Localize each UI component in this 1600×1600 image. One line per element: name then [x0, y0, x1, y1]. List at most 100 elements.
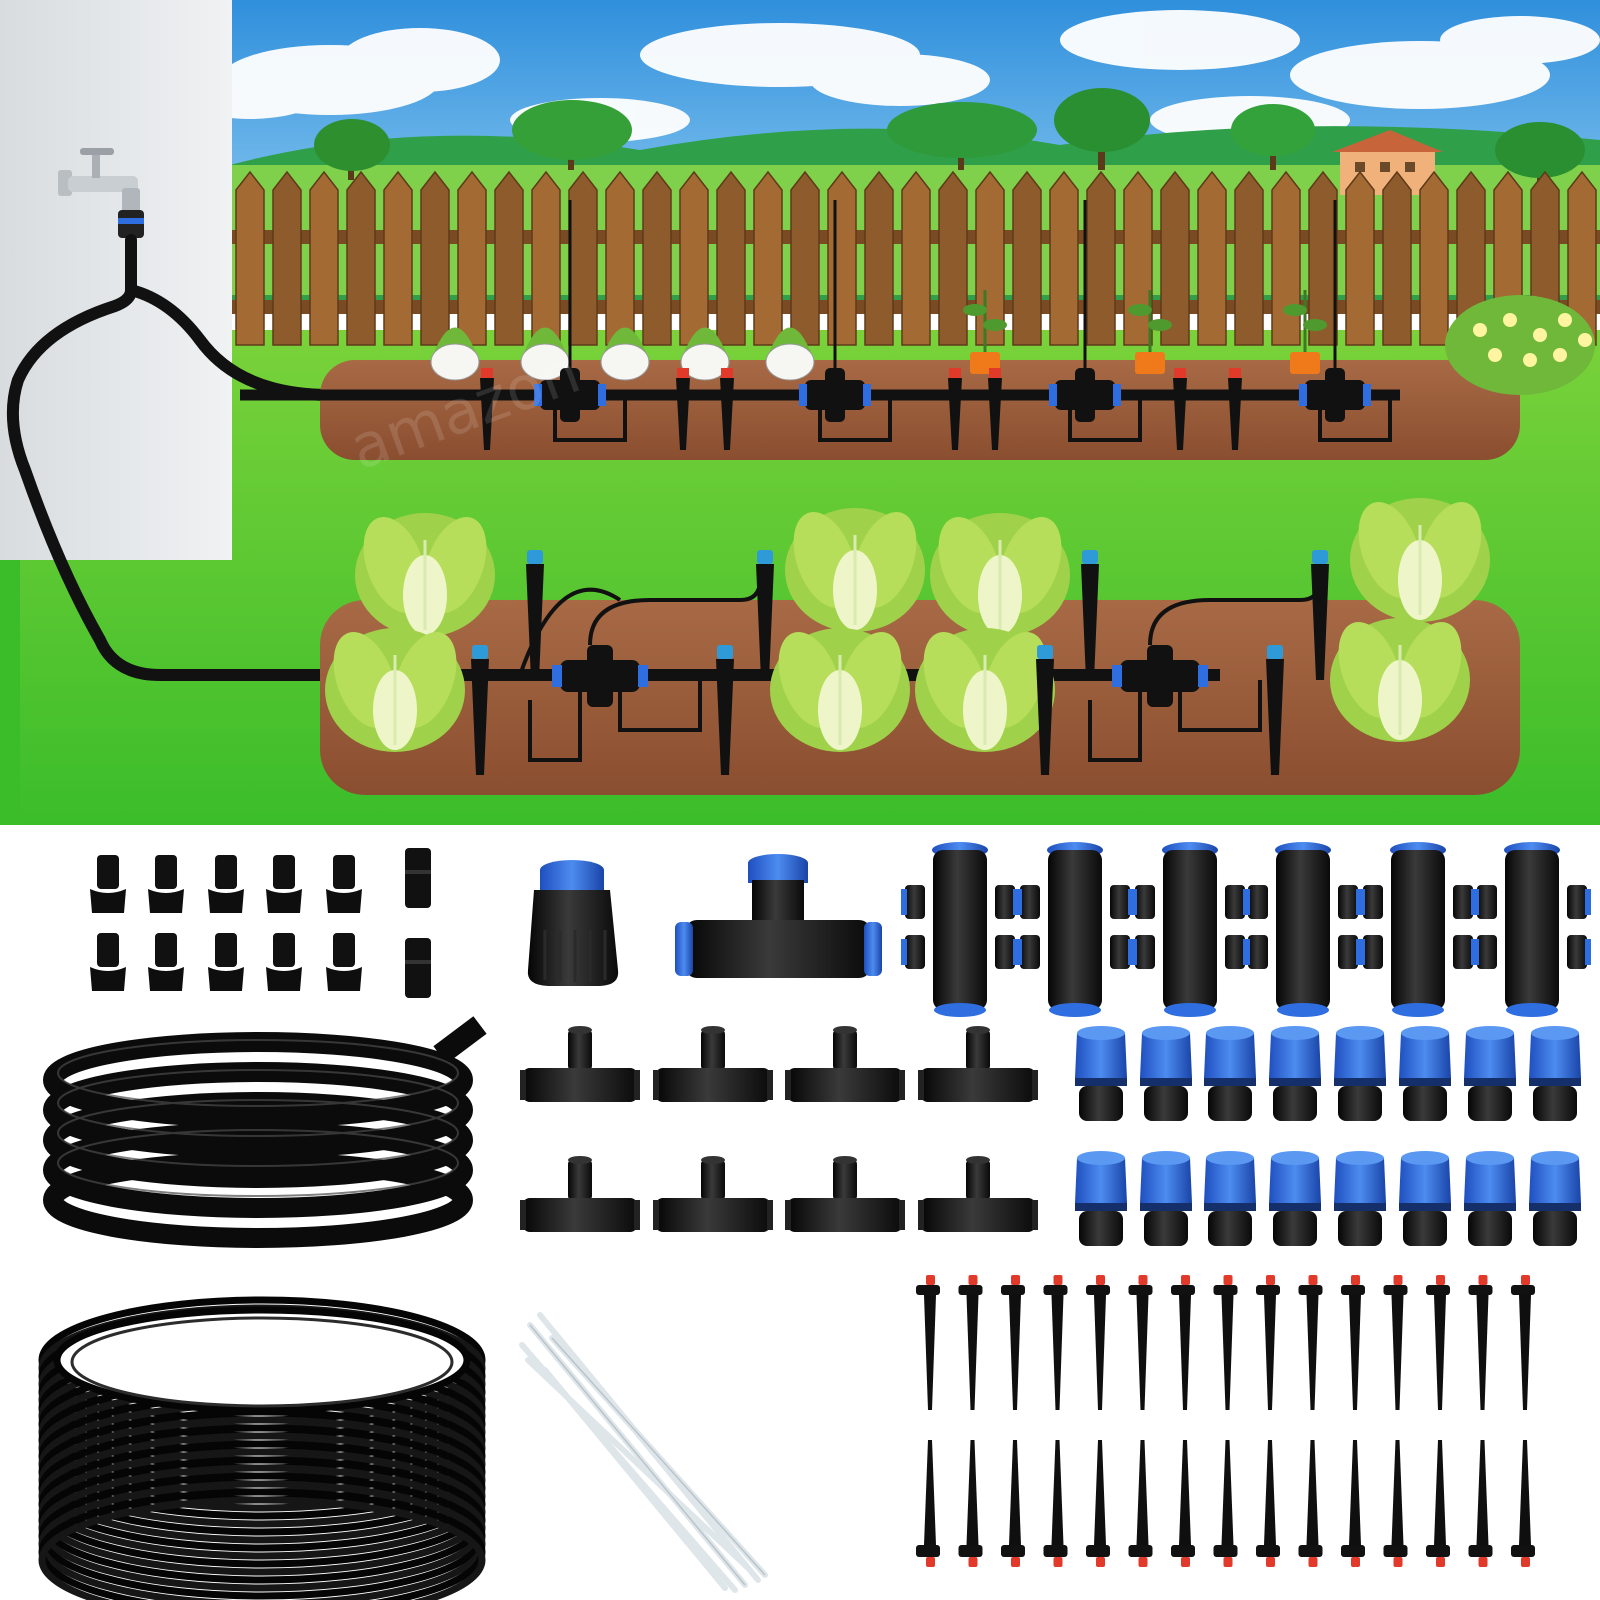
- small-tee: [520, 1026, 640, 1102]
- adjustable-dripper-stake: [1511, 1440, 1535, 1567]
- fence-picket: [1197, 170, 1227, 346]
- faucet-icon: [58, 148, 144, 238]
- end-plug: [208, 933, 244, 991]
- adjustable-dripper-stake: [958, 1440, 983, 1567]
- blue-cap-connector: [1334, 1151, 1386, 1246]
- dripper-stake: [948, 368, 962, 450]
- small-tee: [918, 1156, 1038, 1232]
- fence-picket: [346, 170, 376, 346]
- dripper-stake: [480, 368, 494, 450]
- adjustable-dripper-stake: [1383, 1440, 1408, 1567]
- adjustable-dripper-stake: [1468, 1275, 1493, 1410]
- adjustable-dripper-stake: [1086, 1440, 1110, 1567]
- blue-cap-connector: [1140, 1151, 1192, 1246]
- fence-picket: [753, 170, 783, 346]
- small-tee: [918, 1026, 1038, 1102]
- cabbage-plant: [355, 513, 495, 637]
- dripper-stake: [756, 550, 774, 680]
- fence-picket: [1271, 170, 1301, 346]
- dripper-stake: [720, 368, 734, 450]
- radish-plant: [765, 327, 815, 381]
- blue-cap-connector: [1269, 1026, 1321, 1121]
- radish-plant: [430, 327, 480, 381]
- fence-picket: [383, 170, 413, 346]
- fence-picket: [1345, 170, 1375, 346]
- dripper-stake: [1081, 550, 1099, 680]
- lower-drip-line: [471, 550, 1329, 775]
- adjustable-dripper-stake: [1001, 1440, 1025, 1567]
- fence-picket: [309, 170, 339, 346]
- four-way-manifold: [1473, 842, 1591, 1017]
- adjustable-dripper-stake: [958, 1275, 983, 1410]
- blue-cap-connector: [1399, 1151, 1451, 1246]
- adjustable-dripper-stake: [1426, 1440, 1450, 1567]
- fence-picket: [1419, 170, 1449, 346]
- adjustable-dripper-stake: [916, 1275, 940, 1410]
- four-way-manifold: [1299, 200, 1392, 442]
- dripper-stake: [716, 645, 734, 775]
- adjustable-dripper-stake: [1001, 1275, 1025, 1410]
- four-way-manifold: [1088, 579, 1322, 762]
- dripper-stake: [988, 368, 1002, 450]
- adjustable-dripper-stake: [1341, 1440, 1365, 1567]
- adjustable-dripper-stake: [1468, 1440, 1493, 1567]
- cabbage-plant: [785, 508, 925, 632]
- fence-picket: [975, 170, 1005, 346]
- end-plug: [148, 933, 184, 991]
- adjustable-dripper-stake: [1043, 1275, 1068, 1410]
- adjustable-dripper-stake: [1213, 1440, 1238, 1567]
- blue-cap-connector: [1529, 1026, 1581, 1121]
- adjustable-dripper-stake: [1426, 1275, 1450, 1410]
- tee-connector-icon: [520, 1026, 1038, 1232]
- tee-connector-icon: [675, 854, 882, 978]
- fence-picket: [938, 170, 968, 346]
- fence-picket: [605, 170, 635, 346]
- adjustable-dripper-stake: [1171, 1275, 1195, 1410]
- fence-picket: [716, 170, 746, 346]
- background-trees: [314, 88, 1585, 185]
- four-way-manifold: [901, 842, 1019, 1017]
- fence-picket: [420, 170, 450, 346]
- fence-picket: [235, 170, 265, 346]
- blue-cap-connector-icon: [1075, 1026, 1581, 1246]
- fence-picket: [1160, 170, 1190, 346]
- fence-picket: [864, 170, 894, 346]
- end-plug: [326, 933, 362, 991]
- upper-garden-bed: [320, 360, 1520, 460]
- fence-picket: [457, 170, 487, 346]
- dripper-stake: [1036, 645, 1054, 775]
- adjustable-dripper-stake: [1213, 1275, 1238, 1410]
- dripper-stake: [1228, 368, 1242, 450]
- end-plug: [266, 933, 302, 991]
- potted-plant: [1283, 290, 1327, 374]
- cabbage-plant: [930, 513, 1070, 637]
- fence-picket: [827, 170, 857, 346]
- four-way-manifold: [534, 200, 627, 442]
- cabbage-plant: [325, 628, 465, 752]
- adjustable-dripper-stake: [1383, 1275, 1408, 1410]
- dripper-stake: [1173, 368, 1187, 450]
- blue-cap-connector: [1075, 1026, 1127, 1121]
- fence-picket: [494, 170, 524, 346]
- four-way-manifold: [799, 200, 892, 442]
- end-plug: [208, 855, 244, 913]
- end-plug: [405, 848, 431, 908]
- adjustable-dripper-stake: [1256, 1275, 1280, 1410]
- blue-cap-connector: [1269, 1151, 1321, 1246]
- four-way-manifold-icon: [901, 842, 1591, 1017]
- blue-cap-connector: [1140, 1026, 1192, 1121]
- end-plug: [326, 855, 362, 913]
- end-plug: [266, 855, 302, 913]
- fence-picket: [1123, 170, 1153, 346]
- fence-picket: [272, 170, 302, 346]
- four-way-manifold: [1049, 200, 1142, 442]
- fence-picket: [531, 170, 561, 346]
- dripper-stake: [1266, 645, 1284, 775]
- fence-picket: [1049, 170, 1079, 346]
- adjustable-dripper-stake: [1171, 1440, 1195, 1567]
- adjustable-dripper-stake: [1256, 1440, 1280, 1567]
- potted-plant: [1128, 290, 1172, 374]
- radish-plant: [680, 327, 730, 381]
- four-way-manifold: [1131, 842, 1249, 1017]
- cabbage-plant: [1350, 498, 1490, 622]
